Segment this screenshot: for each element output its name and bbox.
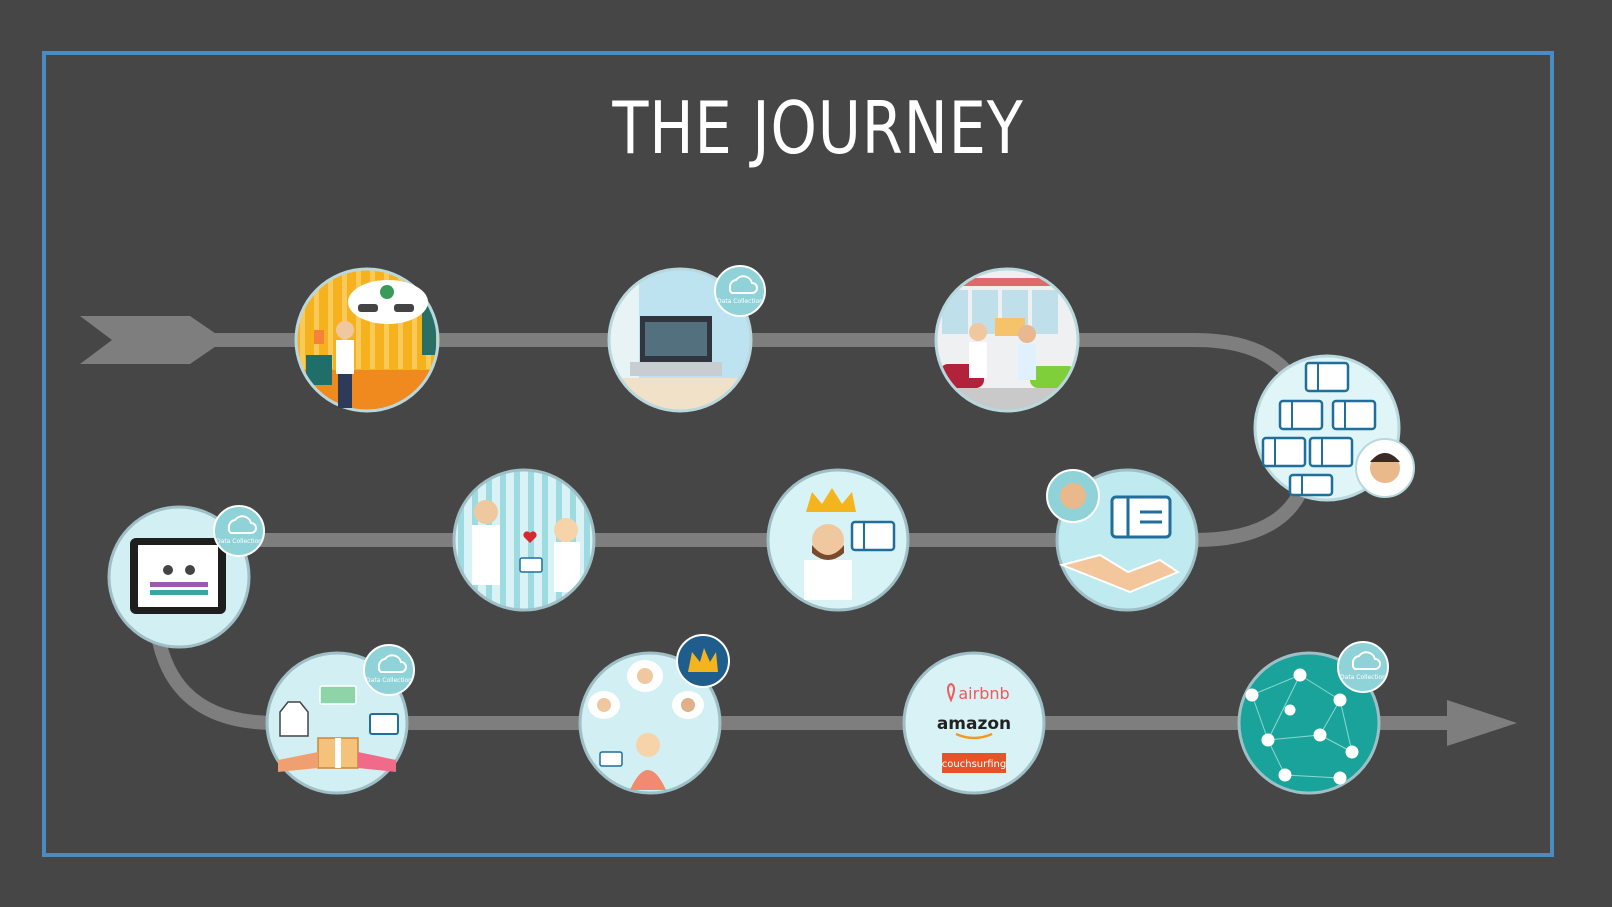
- cloud-upload-icon: [728, 275, 758, 294]
- gift-card-icon: [1261, 361, 1377, 497]
- voucher-icon: [319, 685, 357, 705]
- slide-frame: [42, 51, 1554, 857]
- stage-car-dealership: [934, 267, 1080, 413]
- gift-card-icon: [369, 713, 399, 735]
- salesman-figure: [1018, 325, 1036, 380]
- stage-sharing-with-friends: [578, 634, 730, 795]
- gift-card-icon: [519, 557, 543, 573]
- stage-browsing-online: Data Collection: [607, 265, 766, 413]
- cloud-upload-icon: [227, 515, 257, 534]
- badge-label: Data Collection: [1340, 674, 1386, 681]
- badge-label: Data Collection: [717, 298, 763, 305]
- stage-tablet-shopping: Data Collection: [107, 505, 265, 649]
- laptop-base: [630, 362, 722, 376]
- stage-partner-platforms: airbnb amazon couchsurfing: [902, 651, 1046, 795]
- start-arrow-tail: [80, 316, 225, 364]
- amazon-smile-icon: [955, 732, 993, 740]
- crown-badge: [676, 634, 730, 688]
- stage-gifting-card: [452, 468, 596, 612]
- crown-icon: [688, 648, 718, 672]
- avatar: [1355, 438, 1415, 498]
- cloud-upload-icon: [1351, 651, 1381, 670]
- gift-card-icon: [850, 520, 896, 552]
- stage-package-delivery: Data Collection: [265, 644, 415, 795]
- car-icon: [394, 304, 414, 312]
- data-collection-badge: Data Collection: [213, 505, 265, 557]
- end-arrow-head-icon: [1447, 700, 1517, 746]
- data-collection-badge: Data Collection: [1337, 641, 1389, 693]
- slide-title: THE JOURNEY: [612, 86, 1024, 170]
- man-figure: [336, 321, 354, 408]
- data-collection-badge: Data Collection: [363, 644, 415, 696]
- amazon-logo: amazon: [937, 714, 1011, 734]
- man-figure: [969, 323, 987, 378]
- cloud-upload-icon: [377, 654, 407, 673]
- crown-icon: [806, 488, 856, 512]
- money-bag-icon: [380, 285, 394, 299]
- stage-premium-customer: [766, 468, 910, 612]
- stage-gift-card-options: [1253, 354, 1415, 502]
- airbnb-icon: [947, 682, 955, 703]
- gift-card-icon: [599, 751, 623, 767]
- stage-community-network: Data Collection: [1237, 641, 1389, 795]
- stage-handshake-deal: [1046, 468, 1199, 612]
- badge-label: Data Collection: [216, 538, 262, 545]
- heart-icon: [523, 531, 537, 543]
- person-node: [1245, 668, 1359, 785]
- stage-dreaming-of-car: [294, 267, 440, 413]
- couchsurfing-logo: couchsurfing: [942, 759, 1006, 770]
- car-icon: [358, 304, 378, 312]
- thought-cloud: [348, 280, 428, 324]
- badge-label: Data Collection: [366, 677, 412, 684]
- avatar: [1046, 469, 1100, 523]
- airbnb-logo: airbnb: [958, 684, 1009, 703]
- handshake-icon: [1058, 553, 1181, 594]
- gift-card-icon: [1110, 495, 1172, 539]
- data-collection-badge: Data Collection: [714, 265, 766, 317]
- coat-icon: [279, 701, 309, 737]
